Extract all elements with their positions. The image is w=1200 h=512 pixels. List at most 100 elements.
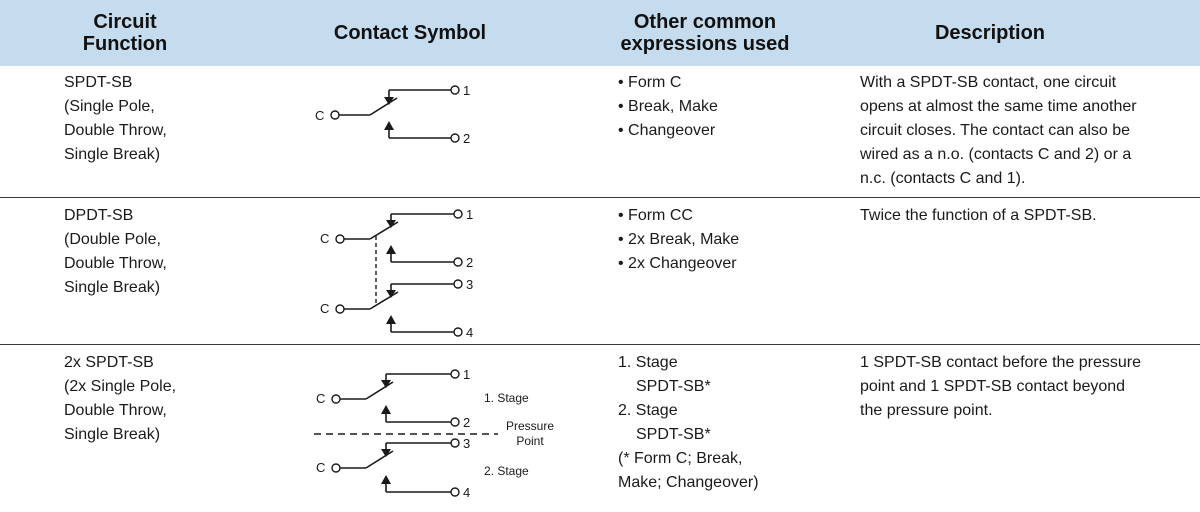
header-text: Other common <box>633 11 777 33</box>
header-text: Description <box>934 22 1046 44</box>
description-line: With a SPDT-SB contact, one circuit <box>860 74 1117 91</box>
expression-line: • Form CC <box>618 207 693 224</box>
table-header: Circuit Function Contact Symbol Other co… <box>0 0 1200 66</box>
point-label: Point <box>516 434 544 448</box>
terminal-c-label: C <box>320 301 329 316</box>
expression-line: 2. Stage <box>618 402 678 419</box>
row-separator <box>0 197 1200 198</box>
row1-function: SPDT-SB (Single Pole, Double Throw, Sing… <box>64 71 167 167</box>
terminal-2 <box>453 257 463 267</box>
2x-spdt-sb-symbol: C 1 2 1. Stage Pressure Point C 3 4 2. <box>314 367 554 500</box>
description-line: the pressure point. <box>860 402 993 419</box>
description-line: circuit closes. The contact can also be <box>860 122 1131 139</box>
header-text: expressions used <box>620 33 790 55</box>
no-contact-arrow <box>386 315 396 324</box>
switch-blade <box>365 381 394 400</box>
no-contact-arrow <box>386 245 396 254</box>
function-line: Single Break) <box>64 279 161 296</box>
terminal-c-label: C <box>315 108 324 123</box>
terminal-4-label: 4 <box>466 325 473 340</box>
terminal-3 <box>453 279 463 289</box>
expression-line: 1. Stage <box>618 354 678 371</box>
row3-expressions: 1. Stage SPDT-SB* 2. Stage SPDT-SB* (* F… <box>618 351 759 495</box>
terminal-c <box>331 463 341 473</box>
description-line: point and 1 SPDT-SB contact beyond <box>860 378 1126 395</box>
terminal-2 <box>450 133 460 143</box>
description-line: n.c. (contacts C and 1). <box>860 170 1026 187</box>
function-line: Single Break) <box>64 146 161 163</box>
terminal-1-label: 1 <box>463 83 470 98</box>
no-contact-arrow <box>381 475 391 484</box>
row3-function: 2x SPDT-SB (2x Single Pole, Double Throw… <box>64 351 176 447</box>
stage-2-label: 2. Stage <box>484 464 529 478</box>
description-line: 1 SPDT-SB contact before the pressure <box>860 354 1142 371</box>
terminal-4 <box>450 487 460 497</box>
function-line: DPDT-SB <box>64 207 134 224</box>
row-separator <box>0 344 1200 345</box>
terminal-1 <box>450 369 460 379</box>
row1-expressions: • Form C • Break, Make • Changeover <box>618 71 718 143</box>
terminal-c-label: C <box>316 460 325 475</box>
function-line: Double Throw, <box>64 255 167 272</box>
description-line: wired as a n.o. (contacts C and 2) or a <box>860 146 1132 163</box>
expression-line: • 2x Changeover <box>618 255 737 272</box>
header-text: Function <box>82 33 168 55</box>
stage-1-label: 1. Stage <box>484 391 529 405</box>
terminal-1 <box>453 209 463 219</box>
nc-contact-arrow <box>384 97 394 105</box>
expression-line: • Break, Make <box>618 98 718 115</box>
header-other-expressions: Other common expressions used <box>590 0 820 66</box>
nc-contact-arrow <box>381 380 391 388</box>
function-line: 2x SPDT-SB <box>64 354 154 371</box>
row1-description: With a SPDT-SB contact, one circuit open… <box>860 71 1137 191</box>
header-description: Description <box>870 0 1110 66</box>
terminal-c <box>331 394 341 404</box>
nc-contact-arrow <box>381 449 391 457</box>
expression-line: (* Form C; Break, <box>618 450 743 467</box>
nc-contact-arrow <box>386 220 396 228</box>
no-contact-arrow <box>381 405 391 414</box>
terminal-3 <box>450 438 460 448</box>
function-line: SPDT-SB <box>64 74 133 91</box>
terminal-c <box>330 110 340 120</box>
terminal-2-label: 2 <box>466 255 473 270</box>
terminal-1-label: 1 <box>463 367 470 382</box>
terminal-2-label: 2 <box>463 131 470 146</box>
spdt-sb-symbol: C 1 2 <box>315 83 470 146</box>
function-line: Double Throw, <box>64 122 167 139</box>
terminal-c-label: C <box>320 231 329 246</box>
description-line: Twice the function of a SPDT-SB. <box>860 207 1097 224</box>
nc-contact-arrow <box>386 290 396 298</box>
terminal-3-label: 3 <box>466 277 473 292</box>
pressure-label: Pressure <box>506 419 554 433</box>
row2-expressions: • Form CC • 2x Break, Make • 2x Changeov… <box>618 204 739 276</box>
function-line: Double Throw, <box>64 402 167 419</box>
description-line: opens at almost the same time another <box>860 98 1137 115</box>
terminal-c <box>335 304 345 314</box>
expression-line: • Changeover <box>618 122 716 139</box>
dpdt-sb-symbol: C 1 2 C 3 4 <box>320 207 473 340</box>
expression-line: • Form C <box>618 74 682 91</box>
terminal-2 <box>450 417 460 427</box>
terminal-1-label: 1 <box>466 207 473 222</box>
function-line: (Double Pole, <box>64 231 161 248</box>
function-line: Single Break) <box>64 426 161 443</box>
header-circuit-function: Circuit Function <box>40 0 210 66</box>
expression-line: Make; Changeover) <box>618 474 759 491</box>
header-contact-symbol: Contact Symbol <box>300 0 520 66</box>
function-line: (2x Single Pole, <box>64 378 177 395</box>
terminal-3-label: 3 <box>463 436 470 451</box>
no-contact-arrow <box>384 121 394 130</box>
row2-description: Twice the function of a SPDT-SB. <box>860 204 1097 228</box>
switch-blade <box>369 97 398 116</box>
terminal-1 <box>450 85 460 95</box>
row2-function: DPDT-SB (Double Pole, Double Throw, Sing… <box>64 204 167 300</box>
row3-description: 1 SPDT-SB contact before the pressure po… <box>860 351 1141 423</box>
switch-blade <box>369 221 399 240</box>
header-text: Circuit <box>93 11 157 33</box>
switch-blade <box>369 291 399 310</box>
function-line: (Single Pole, <box>64 98 155 115</box>
terminal-2-label: 2 <box>463 415 470 430</box>
terminal-c <box>335 234 345 244</box>
